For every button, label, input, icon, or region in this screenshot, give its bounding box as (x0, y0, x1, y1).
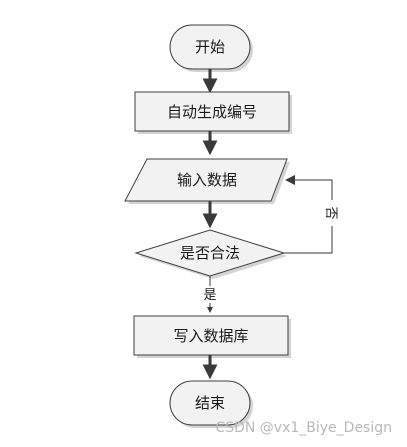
no-edge-label: 否 (323, 206, 338, 219)
no-label-bg (323, 200, 341, 226)
input-data-node: 输入数据 (124, 158, 290, 204)
yes-label-bg (199, 286, 221, 303)
yes-arrow-head (207, 307, 213, 313)
write-db-node: 写入数据库 (133, 315, 291, 358)
watermark-text: CSDN @vx1_Biye_Design (215, 420, 392, 436)
decision-node: 是否合法 (134, 229, 287, 279)
yes-edge-label: 是 (203, 288, 216, 303)
start-label: 开始 (195, 38, 225, 56)
generate-id-label: 自动生成编号 (167, 103, 257, 121)
generate-id-node: 自动生成编号 (134, 91, 292, 134)
decision-label: 是否合法 (180, 244, 240, 262)
write-db-label: 写入数据库 (173, 327, 248, 345)
end-node: 结束 (169, 380, 253, 428)
input-data-label: 输入数据 (177, 171, 237, 189)
end-label: 结束 (195, 394, 225, 412)
start-node: 开始 (169, 24, 253, 72)
